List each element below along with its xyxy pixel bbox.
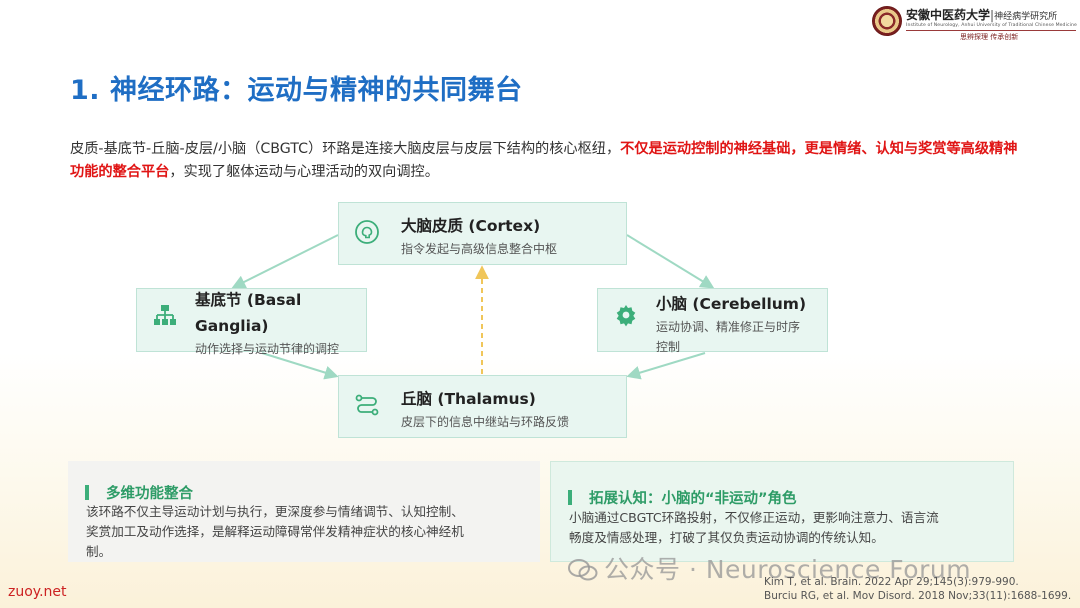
basal-subtitle: 动作选择与运动节律的调控 bbox=[195, 342, 340, 356]
cerebellum-title: 小脑 (Cerebellum) bbox=[656, 295, 807, 313]
reference-1: Kim T, et al. Brain. 2022 Apr 29;145(3):… bbox=[764, 576, 1019, 588]
intro-text-2: ，实现了躯体运动与心理活动的双向调控。 bbox=[169, 164, 439, 180]
university-logo bbox=[872, 6, 902, 36]
watermark-text: 公众号 · Neuroscience Forum bbox=[604, 555, 972, 584]
department-name-cn: 神经病学研究所 bbox=[994, 12, 1058, 22]
intro-text-1: 皮质-基底节-丘脑-皮层/小脑（CBGTC）环路是连接大脑皮层与皮层下结构的核心… bbox=[70, 141, 621, 157]
hierarchy-icon bbox=[154, 305, 176, 325]
basal-title-line2: Ganglia) bbox=[195, 317, 269, 335]
thalamus-subtitle: 皮层下的信息中继站与环路反馈 bbox=[401, 415, 570, 429]
arrow-cortex-to-basal bbox=[231, 234, 339, 289]
university-name-cn: 安徽中医药大学 bbox=[906, 8, 991, 22]
site-watermark: zuoy.net bbox=[8, 584, 67, 600]
box-right-line1: 小脑通过CBGTC环路投射，不仅修正运动，更影响注意力、语言流 bbox=[569, 510, 939, 525]
basal-title-line1: 基底节 (Basal bbox=[195, 291, 302, 309]
cerebellum-subtitle-line2: 控制 bbox=[656, 340, 681, 354]
cortex-subtitle: 指令发起与高级信息整合中枢 bbox=[401, 242, 558, 256]
box-left-line2: 奖赏加工及动作选择，是解释运动障碍常伴发精神症状的核心神经机 bbox=[86, 524, 464, 539]
box-right-line2: 畅度及情感处理，打破了其仅负责运动协调的传统认知。 bbox=[569, 530, 884, 545]
arrow-cortex-to-cerebellum bbox=[626, 234, 715, 289]
node-cortex: 大脑皮质 (Cortex) 指令发起与高级信息整合中枢 bbox=[338, 202, 627, 265]
brain-icon bbox=[355, 220, 379, 244]
cerebellum-subtitle-line1: 运动协调、精准修正与时序 bbox=[656, 320, 801, 334]
box-right-title: 拓展认知：小脑的“非运动”角色 bbox=[589, 491, 797, 507]
box-cerebellum-non-motor: 拓展认知：小脑的“非运动”角色 小脑通过CBGTC环路投射，不仅修正运动，更影响… bbox=[550, 461, 1014, 562]
box-left-title: 多维功能整合 bbox=[106, 486, 193, 502]
node-basal-ganglia: 基底节 (Basal Ganglia) 动作选择与运动节律的调控 bbox=[136, 288, 367, 356]
box-left-line3: 制。 bbox=[86, 544, 112, 559]
intro-highlight: 不仅是运动控制的神经基础，更是情绪、认知与奖赏等高级精神功能的整合平台 bbox=[70, 141, 1018, 180]
gear-icon bbox=[616, 305, 636, 327]
reference-2: Burciu RG, et al. Mov Disord. 2018 Nov;3… bbox=[764, 590, 1072, 602]
references: Kim T, et al. Brain. 2022 Apr 29;145(3):… bbox=[764, 575, 1071, 603]
box-right-accent-bar bbox=[568, 490, 572, 505]
header-divider bbox=[906, 30, 1076, 31]
wechat-watermark: 公众号 · Neuroscience Forum bbox=[568, 550, 971, 586]
department-name-en: Institute of Neurology, Anhui University… bbox=[906, 23, 1077, 28]
university-motto: 思辨探理 传承创新 bbox=[960, 33, 1019, 41]
thalamus-title: 丘脑 (Thalamus) bbox=[401, 390, 536, 408]
box-multidimensional-integration: 多维功能整合 该环路不仅主导运动计划与执行，更深度参与情绪调节、认知控制、 奖赏… bbox=[68, 461, 540, 562]
slide-title: 1. 神经环路：运动与精神的共同舞台 bbox=[70, 75, 523, 106]
route-icon bbox=[355, 394, 379, 416]
header-separator: | bbox=[990, 8, 995, 22]
box-left-accent-bar bbox=[85, 485, 89, 500]
box-left-line1: 该环路不仅主导运动计划与执行，更深度参与情绪调节、认知控制、 bbox=[86, 504, 464, 519]
cortex-title: 大脑皮质 (Cortex) bbox=[401, 217, 541, 235]
node-cerebellum: 小脑 (Cerebellum) 运动协调、精准修正与时序 控制 bbox=[597, 288, 828, 354]
node-thalamus: 丘脑 (Thalamus) 皮层下的信息中继站与环路反馈 bbox=[338, 375, 627, 438]
university-name: 安徽中医药大学|神经病学研究所 bbox=[906, 6, 1057, 23]
wechat-icon bbox=[568, 559, 598, 581]
intro-paragraph: 皮质-基底节-丘脑-皮层/小脑（CBGTC）环路是连接大脑皮层与皮层下结构的核心… bbox=[70, 138, 1020, 184]
